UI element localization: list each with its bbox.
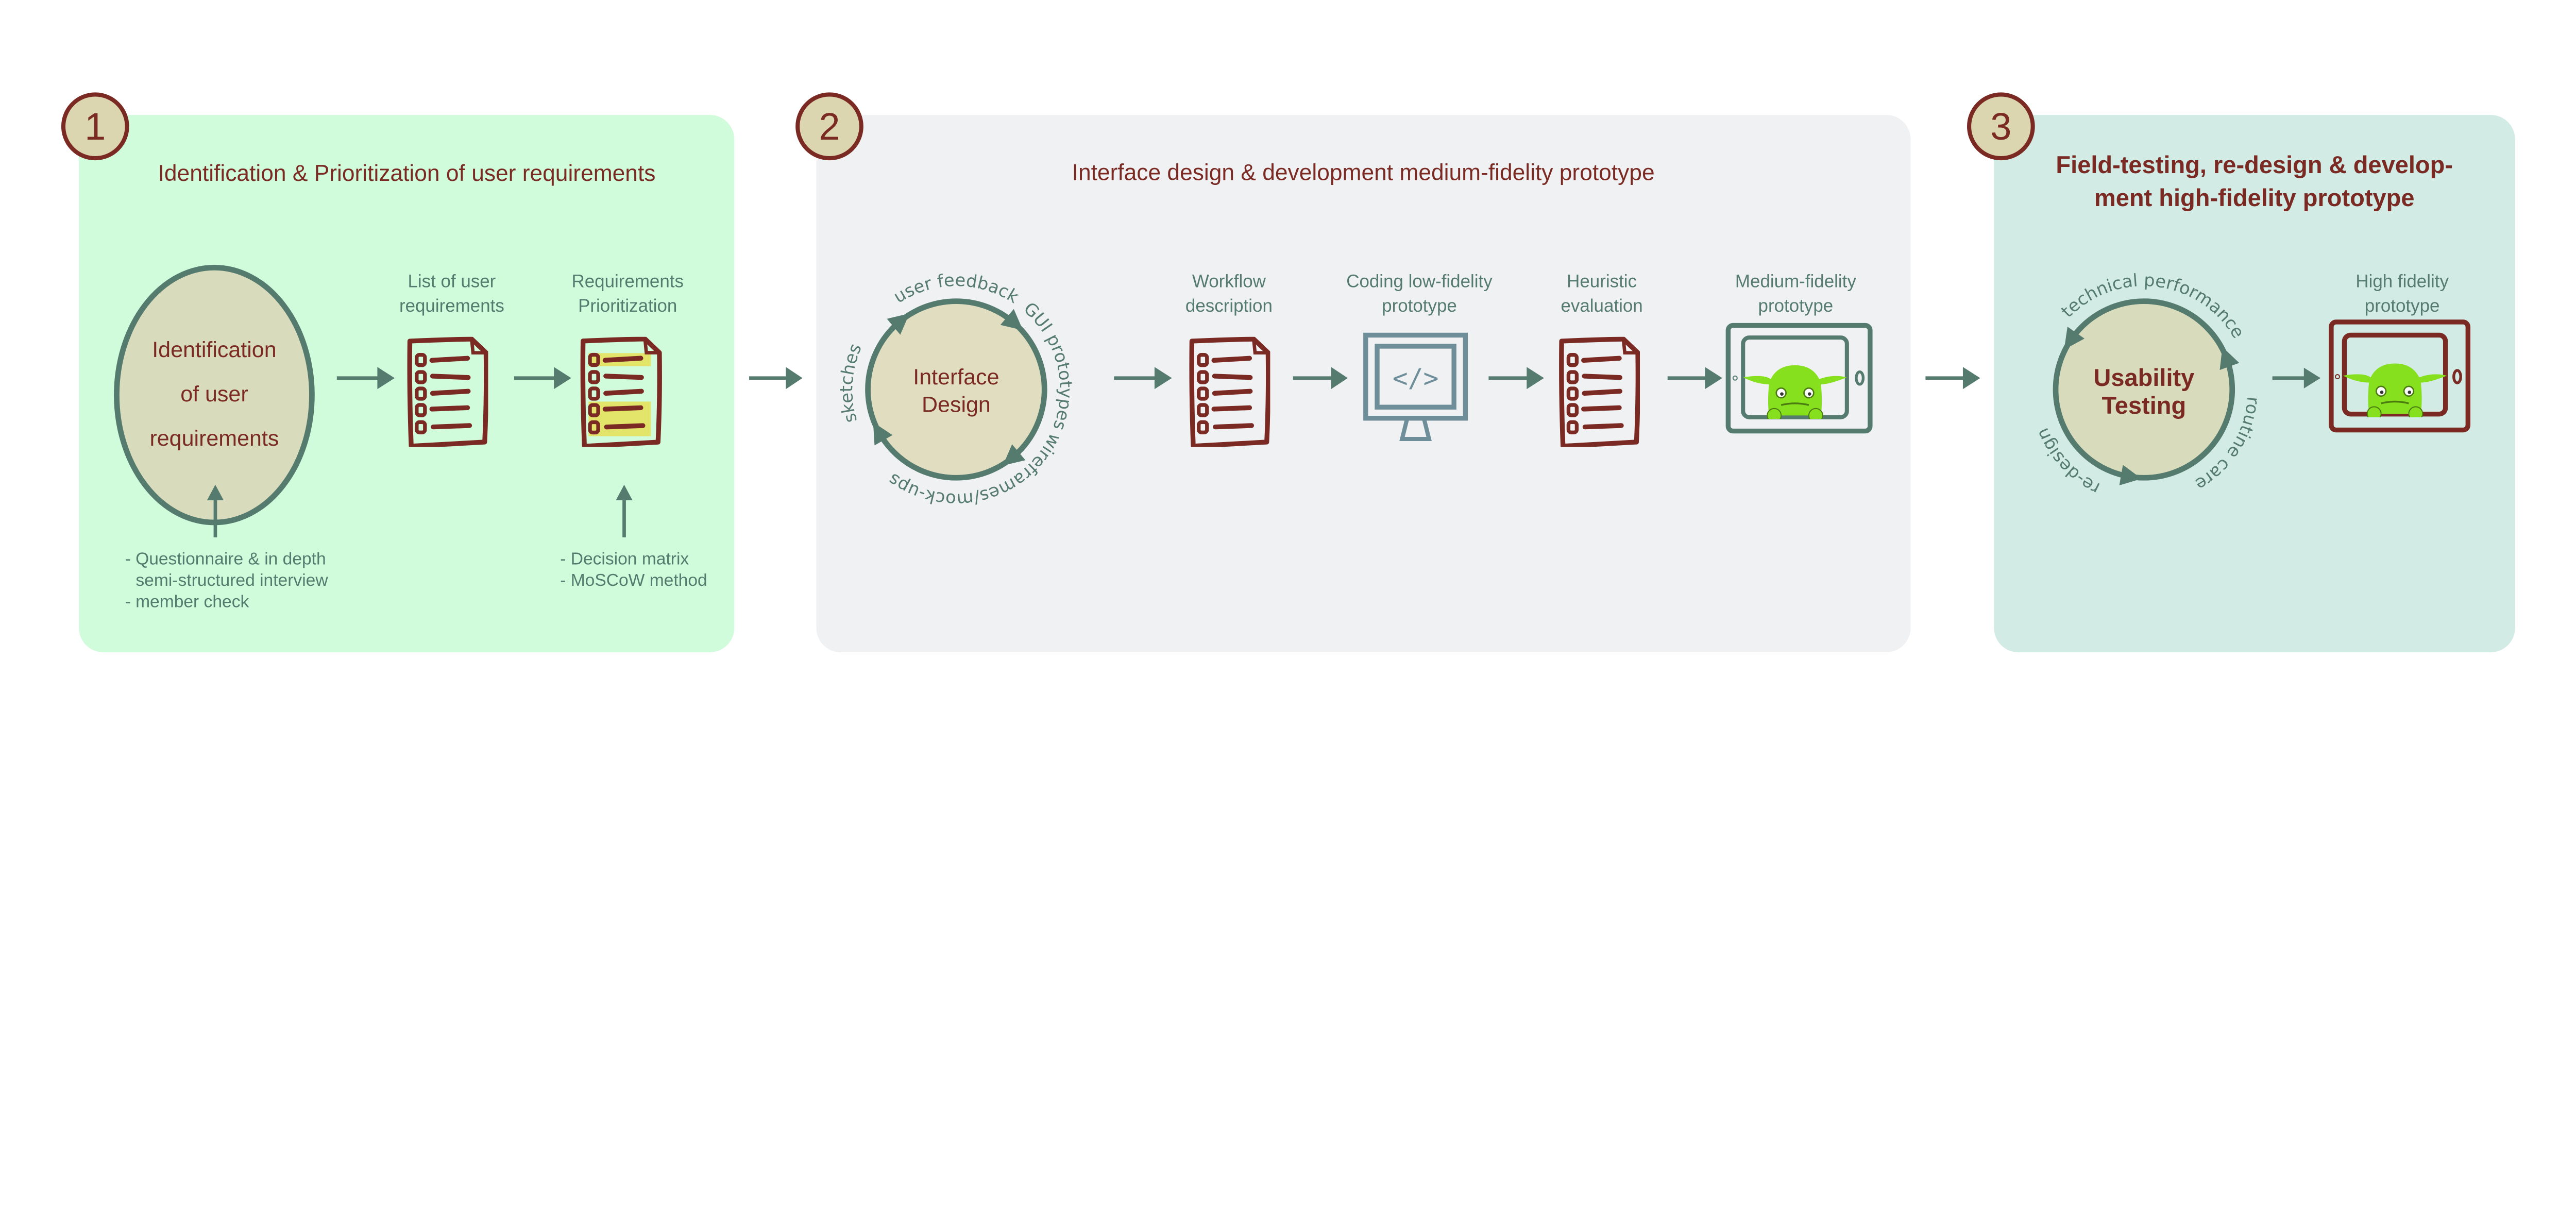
heuristic-label: Heuristic: [1567, 272, 1637, 292]
interface-design-cycle: Interface Design sketches user feedback …: [836, 270, 1076, 510]
arrow-up-icon: [616, 484, 633, 537]
phase-3-title: Field-testing, re-design & develop-: [2056, 151, 2453, 178]
method-note: - Decision matrix: [560, 549, 689, 568]
circle-text: of user: [180, 382, 248, 407]
cycle-arrow-icons: [2064, 326, 2240, 485]
arrow-right-icon: [336, 367, 395, 390]
arrow-right-icon: [1293, 367, 1348, 390]
phase-1-panel: 1 Identification & Prioritization of use…: [61, 92, 735, 652]
arrow-right-icon: [1667, 367, 1722, 390]
phase-2-badge: 2: [795, 92, 863, 161]
phase-3-background: [1994, 115, 2515, 652]
arrow-up-icon: [207, 484, 224, 537]
method-note: - member check: [125, 593, 249, 612]
heuristic-label: evaluation: [1561, 296, 1642, 316]
medium-fidelity-label: prototype: [1758, 296, 1834, 316]
cycle-arrow-icons: [873, 309, 1026, 466]
workflow-diagram: 1 Identification & Prioritization of use…: [61, 92, 2515, 652]
arrow-right-icon: [1925, 367, 1980, 390]
phase-1-badge: 1: [61, 92, 129, 161]
prioritization-label: Requirements: [571, 272, 684, 292]
circle-text: Interface: [913, 365, 999, 390]
circle-text: Design: [922, 393, 991, 417]
circle-text: Testing: [2102, 392, 2187, 419]
phase-2-title: Interface design & development medium-fi…: [1072, 160, 1655, 185]
coding-label: Coding low-fidelity: [1346, 272, 1493, 292]
high-fidelity-label: prototype: [2365, 296, 2440, 316]
medium-fidelity-label: Medium-fidelity: [1735, 272, 1856, 292]
document-prioritized-icon: [583, 339, 659, 446]
monitor-code-icon: </>: [1363, 332, 1468, 442]
method-note: - MoSCoW method: [560, 571, 707, 590]
circle-text: Usability: [2093, 364, 2194, 391]
phase-3-badge: 3: [1967, 92, 2035, 161]
arrow-right-icon: [1114, 367, 1172, 390]
workflow-label: Workflow: [1192, 272, 1266, 292]
circle-text: requirements: [149, 426, 279, 451]
phase-number: 1: [84, 105, 106, 148]
arrow-right-icon: [2272, 367, 2321, 388]
list-label: List of user: [408, 272, 496, 292]
method-note: semi-structured interview: [135, 571, 328, 590]
arrow-right-icon: [749, 367, 803, 390]
tablet-medium-fidelity-icon: [1725, 323, 1873, 434]
phase-number: 2: [819, 105, 840, 148]
identification-circle: Identification of user requirements: [114, 265, 315, 526]
phase-3-title: ment high-fidelity prototype: [2094, 184, 2415, 211]
tablet-high-fidelity-icon: [2329, 319, 2471, 433]
circle-text: Identification: [152, 337, 276, 362]
phase-number: 3: [1990, 105, 2011, 148]
coding-label: prototype: [1382, 296, 1457, 316]
high-fidelity-label: High fidelity: [2355, 272, 2449, 292]
phase-2-panel: 2 Interface design & development medium-…: [795, 92, 1911, 652]
method-note: - Questionnaire & in depth: [125, 549, 326, 568]
prioritization-label: Prioritization: [578, 296, 677, 316]
workflow-label: description: [1185, 296, 1273, 316]
arrow-right-icon: [514, 367, 571, 390]
list-label: requirements: [399, 296, 504, 316]
phase-1-title: Identification & Prioritization of user …: [158, 161, 656, 186]
arrow-right-icon: [1488, 367, 1544, 390]
phase-3-panel: 3 Field-testing, re-design & develop- me…: [1967, 92, 2515, 652]
code-symbol: </>: [1393, 363, 1439, 393]
